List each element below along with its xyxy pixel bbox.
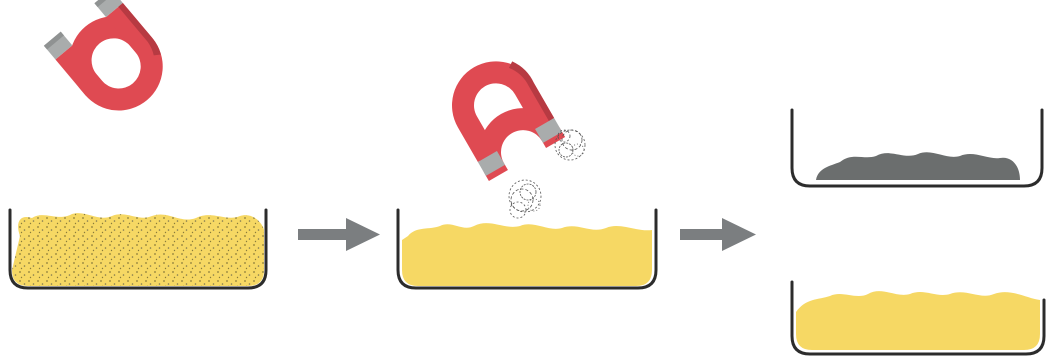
iron-specks xyxy=(12,213,264,286)
dish-icon xyxy=(792,282,1044,354)
right-arrow-icon xyxy=(298,218,380,251)
dish-icon xyxy=(398,210,656,288)
sulfur-powder xyxy=(402,223,652,286)
dish-icon xyxy=(10,210,266,288)
right-arrow-icon xyxy=(680,218,756,251)
stage-separating xyxy=(398,45,656,288)
iron-filings xyxy=(816,152,1020,180)
stage-separated xyxy=(792,110,1044,354)
horseshoe-magnet-icon xyxy=(44,0,181,128)
dish-icon xyxy=(792,110,1042,186)
stage-mixture xyxy=(10,0,266,288)
sulfur-powder xyxy=(796,291,1040,350)
horseshoe-magnet-icon xyxy=(436,45,565,181)
